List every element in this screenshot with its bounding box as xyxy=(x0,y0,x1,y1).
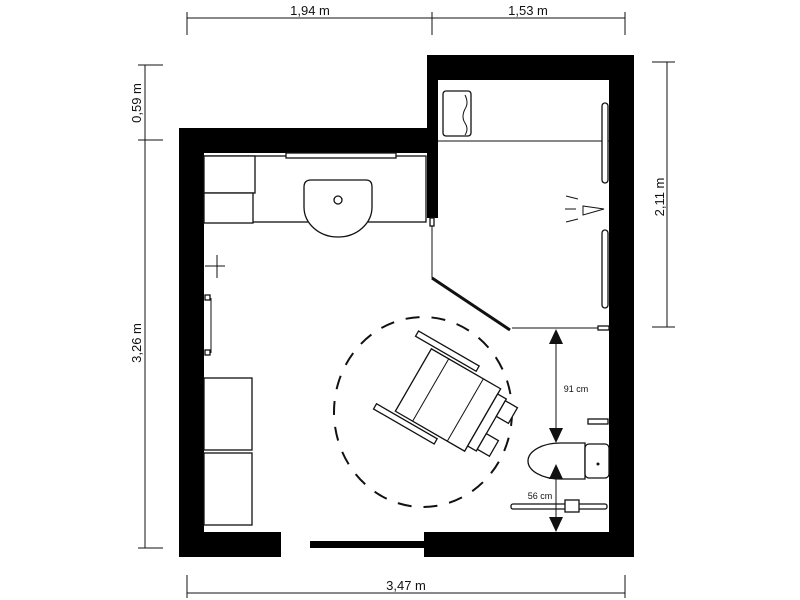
dim-left-total-label: 3,26 m xyxy=(129,323,144,363)
cabinets xyxy=(203,377,253,526)
wall-right xyxy=(609,55,634,557)
clearance-vertical: 91 cm xyxy=(549,329,588,443)
dim-left-upper-label: 0,59 m xyxy=(129,83,144,123)
shower-grab-bar-lower xyxy=(601,229,609,309)
dimension-right: 2,11 m xyxy=(652,61,675,328)
toilet-tank xyxy=(584,443,610,479)
sliding-door xyxy=(310,541,424,548)
wall-bottom-right xyxy=(424,532,634,557)
clearance-56-label: 56 cm xyxy=(528,491,553,501)
wall-top-right xyxy=(427,55,634,80)
wall-bottom-left xyxy=(179,532,281,557)
walls xyxy=(179,55,634,557)
wall-left xyxy=(179,128,204,557)
dim-right-label: 2,11 m xyxy=(652,178,667,217)
shower-head-icon xyxy=(582,205,605,216)
drain-icon xyxy=(333,195,343,205)
dim-bottom-label: 3,47 m xyxy=(386,578,426,593)
dimension-bottom: 3,47 m xyxy=(186,575,626,598)
shower-door xyxy=(431,276,511,332)
clearance-toilet-side: 56 cm xyxy=(528,464,563,532)
dimension-top: 1,94 m 1,53 m xyxy=(186,3,626,35)
toilet xyxy=(510,418,610,513)
toilet-grab-bar xyxy=(510,503,608,510)
toilet-paper-holder xyxy=(587,418,609,425)
dim-top-right-label: 1,53 m xyxy=(508,3,548,18)
wheelchair-icon xyxy=(372,330,519,458)
wall-top-left xyxy=(179,128,437,153)
dim-top-left-label: 1,94 m xyxy=(290,3,330,18)
vanity-counter xyxy=(203,152,427,238)
dimension-left: 0,59 m 3,26 m xyxy=(129,64,163,549)
grab-bar-left xyxy=(204,294,212,356)
faucet-icon xyxy=(205,255,225,278)
wall-partition xyxy=(427,55,438,218)
shower-area xyxy=(429,90,610,332)
clearance-91-label: 91 cm xyxy=(564,384,589,394)
shower-grab-bar-upper xyxy=(601,102,609,184)
shower-seat xyxy=(442,90,472,137)
washbasin xyxy=(303,179,373,238)
